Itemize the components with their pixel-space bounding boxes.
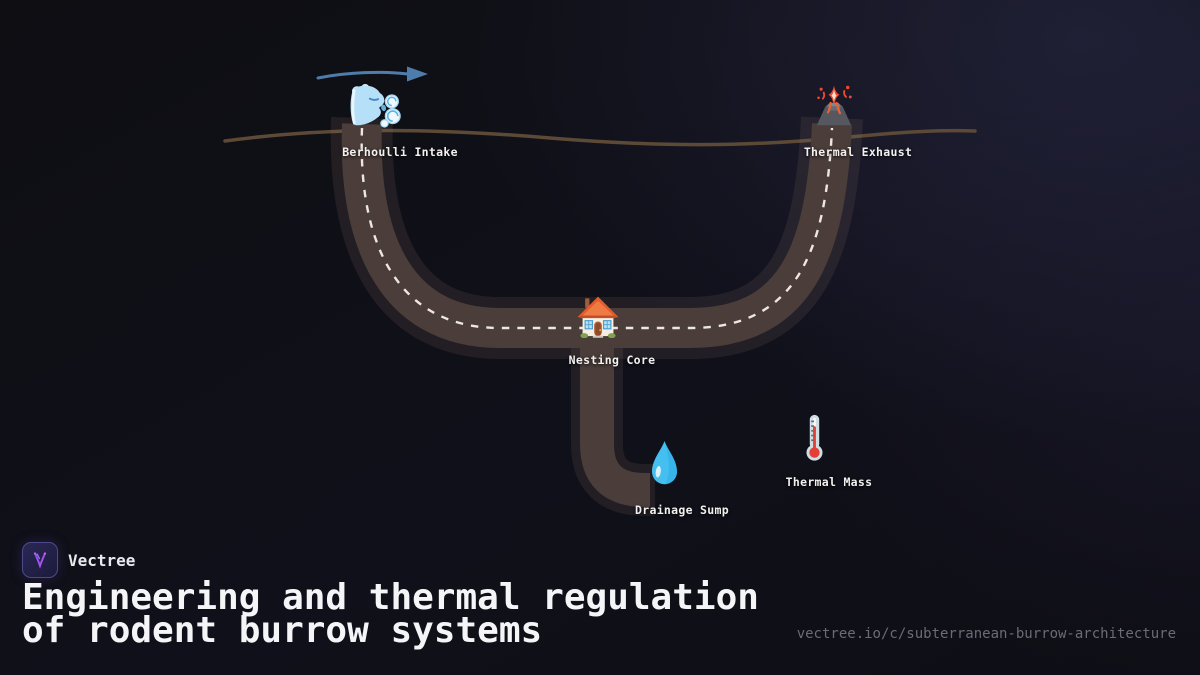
vectree-logo-icon bbox=[33, 552, 47, 569]
title-line-1: Engineering and thermal regulation bbox=[22, 577, 759, 618]
house-icon bbox=[574, 293, 622, 338]
wind-direction-arrow bbox=[316, 66, 428, 82]
label-nesting-core: Nesting Core bbox=[568, 353, 656, 367]
vectree-logo bbox=[22, 542, 58, 578]
brand-name: Vectree bbox=[68, 550, 136, 570]
label-thermal-exhaust: Thermal Exhaust bbox=[803, 145, 913, 159]
page-title: Engineering and thermal regulation of ro… bbox=[22, 577, 759, 651]
brand-row: Vectree bbox=[22, 542, 135, 578]
volcano-icon bbox=[810, 84, 858, 127]
droplet-icon bbox=[650, 440, 679, 490]
label-thermal-mass: Thermal Mass bbox=[785, 475, 873, 489]
title-line-2: of rodent burrow systems bbox=[22, 610, 543, 651]
wind-face-icon bbox=[346, 83, 401, 129]
wind-arrow-line bbox=[316, 70, 410, 80]
footer-url: vectree.io/c/subterranean-burrow-archite… bbox=[796, 626, 1176, 642]
label-berhoulli-intake: Berhoulli Intake bbox=[342, 145, 458, 159]
thermometer-icon bbox=[802, 413, 827, 462]
label-drainage-sump: Drainage Sump bbox=[635, 503, 729, 517]
drainage-shaft-tunnel bbox=[580, 334, 650, 507]
wind-arrow-head bbox=[407, 66, 428, 82]
